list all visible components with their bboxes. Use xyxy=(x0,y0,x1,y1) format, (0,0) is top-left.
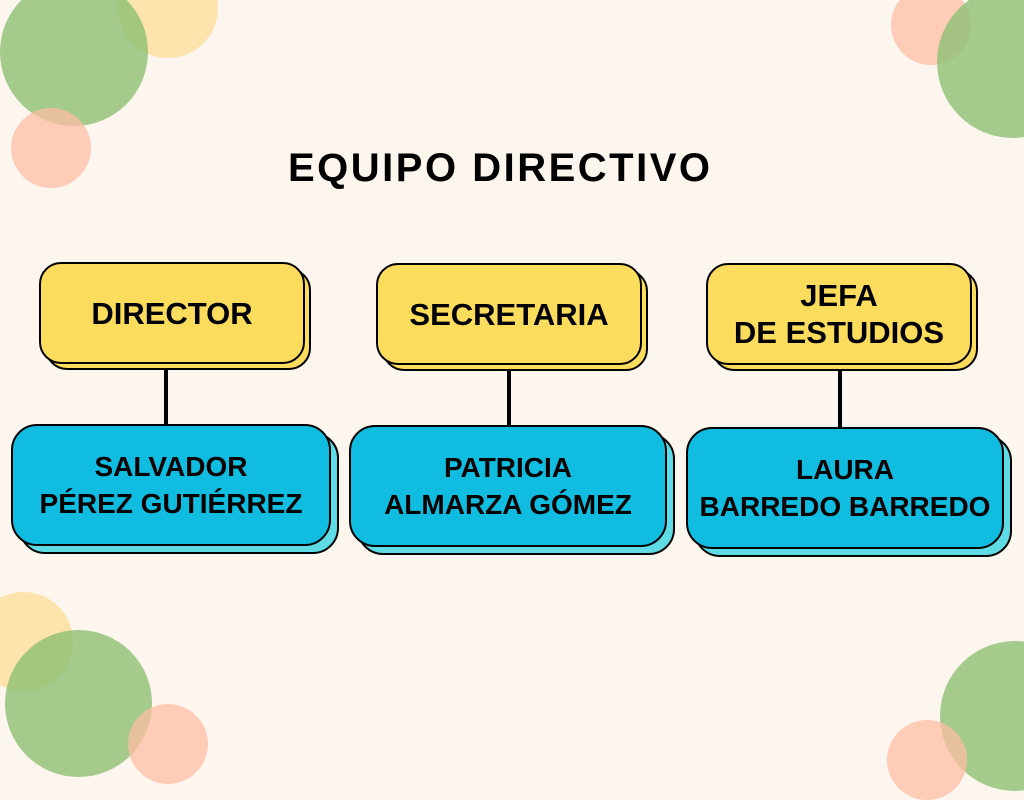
role-box-front: DIRECTOR xyxy=(39,262,305,364)
person-last-name: PÉREZ GUTIÉRREZ xyxy=(39,488,303,519)
person-box-front: PATRICIA ALMARZA GÓMEZ xyxy=(349,425,667,547)
person-first-name: LAURA xyxy=(796,454,894,485)
decor-circle-pink-bottom-left xyxy=(128,704,208,784)
role-box-front: SECRETARIA xyxy=(376,263,642,365)
role-label-line1: JEFA xyxy=(800,278,878,313)
connector-line-director xyxy=(164,369,168,425)
decor-circle-pink-top-left xyxy=(11,108,91,188)
person-last-name: ALMARZA GÓMEZ xyxy=(384,489,632,520)
decor-circle-green-top-left xyxy=(0,0,148,126)
decor-circle-pink-bottom-right xyxy=(887,720,967,800)
decor-circle-green-bottom-left xyxy=(5,630,152,777)
page-title: EQUIPO DIRECTIVO xyxy=(288,146,713,190)
role-label: SECRETARIA xyxy=(409,296,609,332)
role-label: DIRECTOR xyxy=(91,295,253,331)
connector-line-secretaria xyxy=(507,370,511,426)
role-label-line2: DE ESTUDIOS xyxy=(733,315,945,350)
person-first-name: PATRICIA xyxy=(443,452,573,483)
person-box-front: LAURA BARREDO BARREDO xyxy=(686,427,1004,549)
role-box-front: JEFA DE ESTUDIOS xyxy=(706,263,972,365)
decor-circle-green-top-right xyxy=(937,0,1024,138)
person-last-name: BARREDO BARREDO xyxy=(699,491,991,522)
person-first-name: SALVADOR xyxy=(94,451,248,482)
person-box-front: SALVADOR PÉREZ GUTIÉRREZ xyxy=(11,424,331,546)
connector-line-jefa-de-estudios xyxy=(838,370,842,428)
